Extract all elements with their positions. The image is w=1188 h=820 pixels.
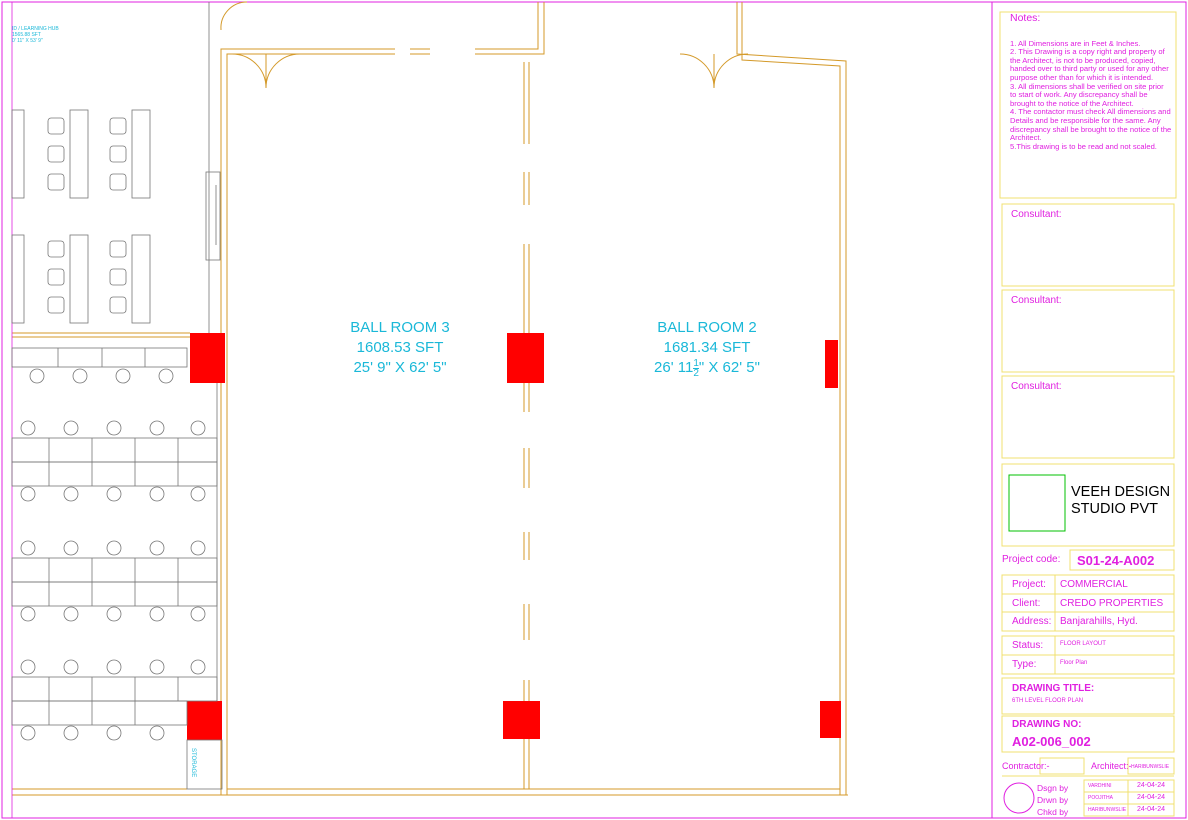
client-value: CREDO PROPERTIES xyxy=(1060,598,1164,609)
note-item: 5.This drawing is to be read and not sca… xyxy=(1010,141,1157,151)
note-item: 3. All dimensions shall be verified on s… xyxy=(1010,81,1164,108)
status-label: Status: xyxy=(1012,640,1044,651)
structural-columns xyxy=(187,333,841,740)
drwn-date: 24-04-24 xyxy=(1137,794,1166,801)
notes-panel: Notes: 1. All Dimensions are in Feet & I… xyxy=(1004,12,1172,196)
dims-whole: 26' 11 xyxy=(654,359,694,376)
project-label: Project: xyxy=(1012,579,1046,590)
notes-list: 1. All Dimensions are in Feet & Inches.2… xyxy=(1010,38,1172,152)
studio-line2: STUDIO PVT xyxy=(1071,501,1159,517)
ballroom-3-label: BALL ROOM 3 1608.53 SFT 25' 9" X 62' 5" xyxy=(325,318,475,378)
consultant-2: Consultant: xyxy=(1011,295,1062,306)
partition-dashes xyxy=(395,47,530,680)
fraction-den: 2 xyxy=(693,367,699,379)
dims-rest: " X 62' 5" xyxy=(698,359,760,376)
chkd-label: Chkd by xyxy=(1037,807,1069,817)
ballroom-2-area: 1681.34 SFT xyxy=(663,339,751,356)
hub-name: ID / LEARNING HUB xyxy=(12,26,59,32)
storage-label: STORAGE xyxy=(190,748,196,778)
client-label: Client: xyxy=(1012,598,1041,609)
ballroom-3-area: 1608.53 SFT xyxy=(356,339,444,356)
drwn-label: Drwn by xyxy=(1037,795,1069,805)
studio-name: VEEH DESIGN STUDIO PVT xyxy=(1071,484,1170,518)
address-value: Banjarahills, Hyd. xyxy=(1060,616,1138,627)
drawing-title-value: 6TH LEVEL FLOOR PLAN xyxy=(1012,698,1084,704)
drawing-title-label: DRAWING TITLE: xyxy=(1012,683,1095,694)
address-label: Address: xyxy=(1012,616,1052,627)
office-partitions xyxy=(11,2,223,818)
titleblock-frames xyxy=(999,11,1177,817)
note-item: 2. This Drawing is a copy right and prop… xyxy=(1010,47,1169,82)
type-value: Floor Plan xyxy=(1060,660,1088,666)
learning-hub-label: ID / LEARNING HUB 1565.88 SFT 0' 11" X 5… xyxy=(12,26,59,44)
studio-logo-box xyxy=(1008,474,1066,532)
drawing-no-value: A02-006_002 xyxy=(1012,734,1091,749)
ballroom-walls xyxy=(220,2,848,796)
dsgn-date: 24-04-24 xyxy=(1137,782,1166,789)
dsgn-name: VARDHINI xyxy=(1088,783,1112,789)
fraction-num: 1 xyxy=(693,357,699,369)
project-code-value: S01-24-A002 xyxy=(1077,553,1155,568)
ballroom-3-name: BALL ROOM 3 xyxy=(350,319,450,336)
workstations xyxy=(11,347,218,726)
hub-dims: 0' 11" X 53' 9" xyxy=(12,38,43,44)
drwn-name: POOJITHA xyxy=(1088,795,1114,801)
seal-circle xyxy=(1003,782,1035,814)
chkd-name: HARIBUNWSLIE xyxy=(1088,807,1127,813)
contractor-label: Contractor:- xyxy=(1002,761,1050,771)
type-label: Type: xyxy=(1012,659,1037,670)
ballroom-2-name: BALL ROOM 2 xyxy=(657,319,757,336)
consultant-3: Consultant: xyxy=(1011,381,1062,392)
status-value: FLOOR LAYOUT xyxy=(1060,641,1106,647)
drawing-no-label: DRAWING NO: xyxy=(1012,719,1082,730)
door-swings xyxy=(220,1,749,89)
architect-value: HARIBUNWSLIE xyxy=(1131,764,1170,770)
studio-line1: VEEH DESIGN xyxy=(1071,484,1171,500)
consultant-1: Consultant: xyxy=(1011,209,1062,220)
dsgn-label: Dsgn by xyxy=(1037,783,1069,793)
note-item: 4. The contactor must check All dimensio… xyxy=(1010,107,1172,143)
office-walls xyxy=(12,332,221,796)
architect-label: Architect:- xyxy=(1091,761,1132,771)
project-code-label: Project code: xyxy=(1002,554,1061,565)
chairs xyxy=(20,368,206,741)
chkd-date: 24-04-24 xyxy=(1137,806,1166,813)
ballroom-3-dims: 25' 9" X 62' 5" xyxy=(353,359,447,376)
hub-area: 1565.88 SFT xyxy=(12,32,41,38)
notes-title: Notes: xyxy=(1010,12,1041,24)
project-value: COMMERCIAL xyxy=(1060,579,1128,590)
note-item: 1. All Dimensions are in Feet & Inches. xyxy=(1010,38,1141,48)
